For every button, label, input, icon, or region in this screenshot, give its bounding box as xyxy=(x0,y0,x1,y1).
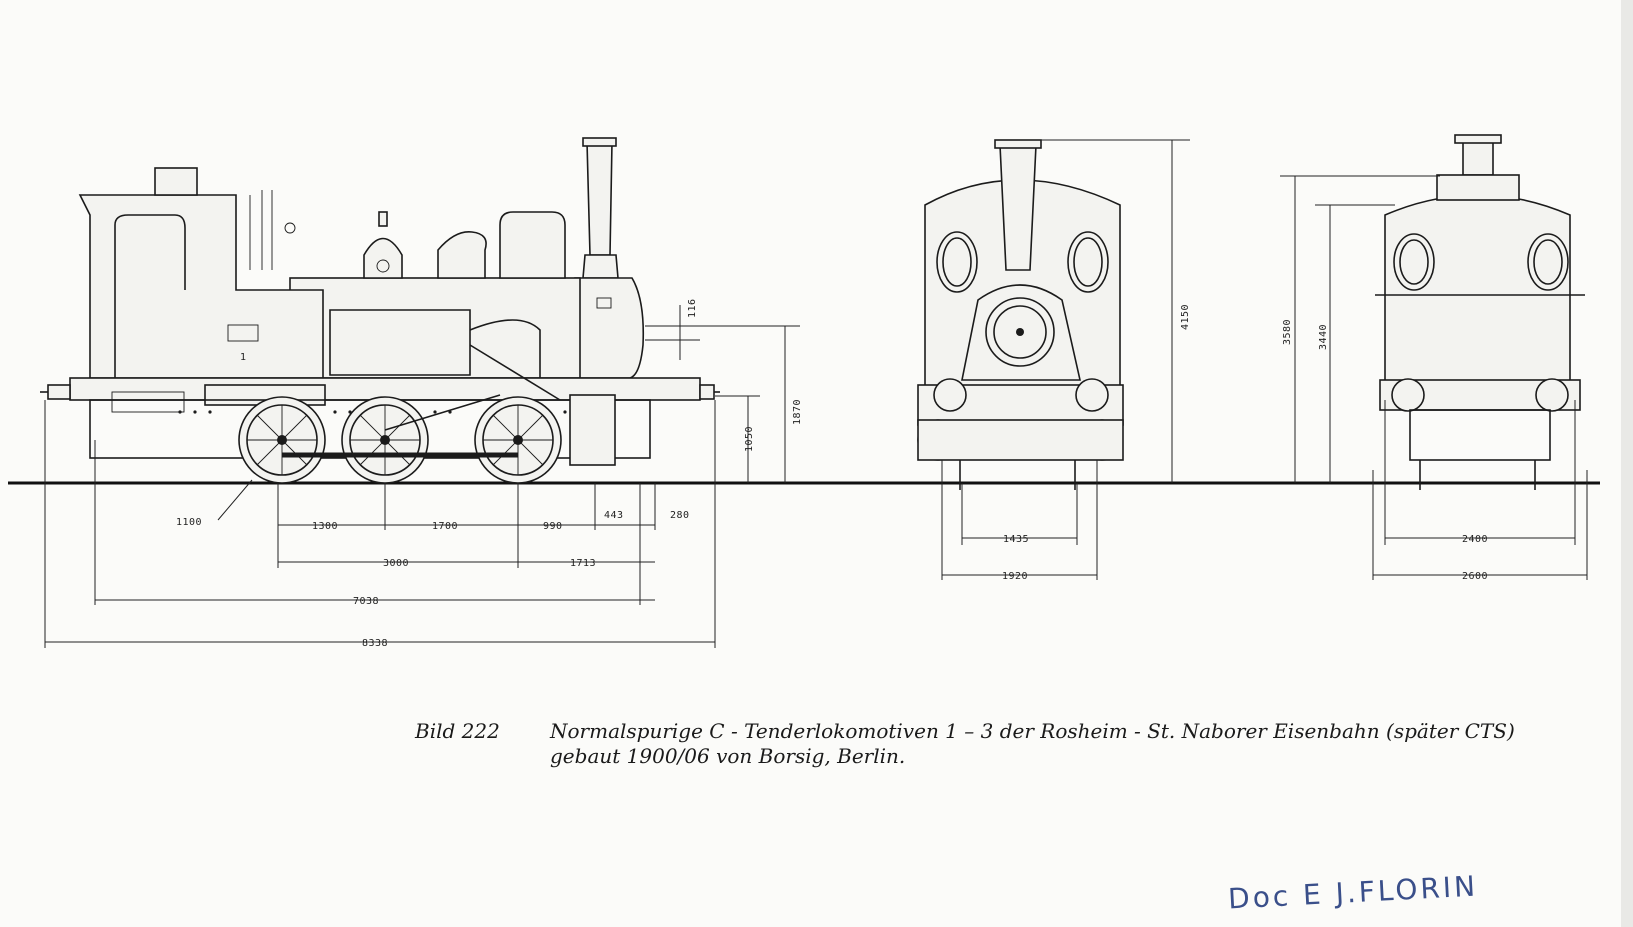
figure-label: Bild 222 xyxy=(415,719,500,743)
dim-8338: 8338 xyxy=(362,638,388,649)
dim-1920: 1920 xyxy=(1002,571,1028,582)
front-view-dimensions: 4150 1435 1920 xyxy=(941,140,1191,582)
dim-4150: 4150 xyxy=(1180,304,1191,330)
dim-3580: 3580 xyxy=(1282,319,1293,345)
dim-1435: 1435 xyxy=(1003,534,1029,545)
dim-1713: 1713 xyxy=(570,558,596,569)
dim-116: 116 xyxy=(687,298,698,318)
front-view xyxy=(917,139,1190,490)
page-edge xyxy=(1621,0,1633,927)
loco-number: 1 xyxy=(240,352,247,363)
dim-7038: 7038 xyxy=(353,596,379,607)
dim-1870: 1870 xyxy=(792,399,803,425)
dim-3000: 3000 xyxy=(383,558,409,569)
dim-2600: 2600 xyxy=(1462,571,1488,582)
dim-2400: 2400 xyxy=(1462,534,1488,545)
dim-3440: 3440 xyxy=(1318,324,1329,350)
dim-443: 443 xyxy=(604,510,624,521)
dim-1300: 1300 xyxy=(312,521,338,532)
side-view-dimensions: 116 1870 1050 1100 1300 1700 990 443 280… xyxy=(44,298,803,649)
driving-wheels xyxy=(238,396,562,484)
rear-view-dimensions: 3580 3440 2400 2600 xyxy=(1280,175,1588,582)
caption-line-2: gebaut 1900/06 von Borsig, Berlin. xyxy=(550,744,906,768)
dim-1700: 1700 xyxy=(432,521,458,532)
side-view: 1 xyxy=(40,137,720,484)
caption-line-1: Normalspurige C - Tenderlokomotiven 1 – … xyxy=(550,719,1515,743)
dim-280: 280 xyxy=(670,510,690,521)
rear-view xyxy=(1375,134,1585,490)
dim-1050: 1050 xyxy=(744,426,755,452)
dim-1100: 1100 xyxy=(176,517,202,528)
dim-990: 990 xyxy=(543,521,563,532)
